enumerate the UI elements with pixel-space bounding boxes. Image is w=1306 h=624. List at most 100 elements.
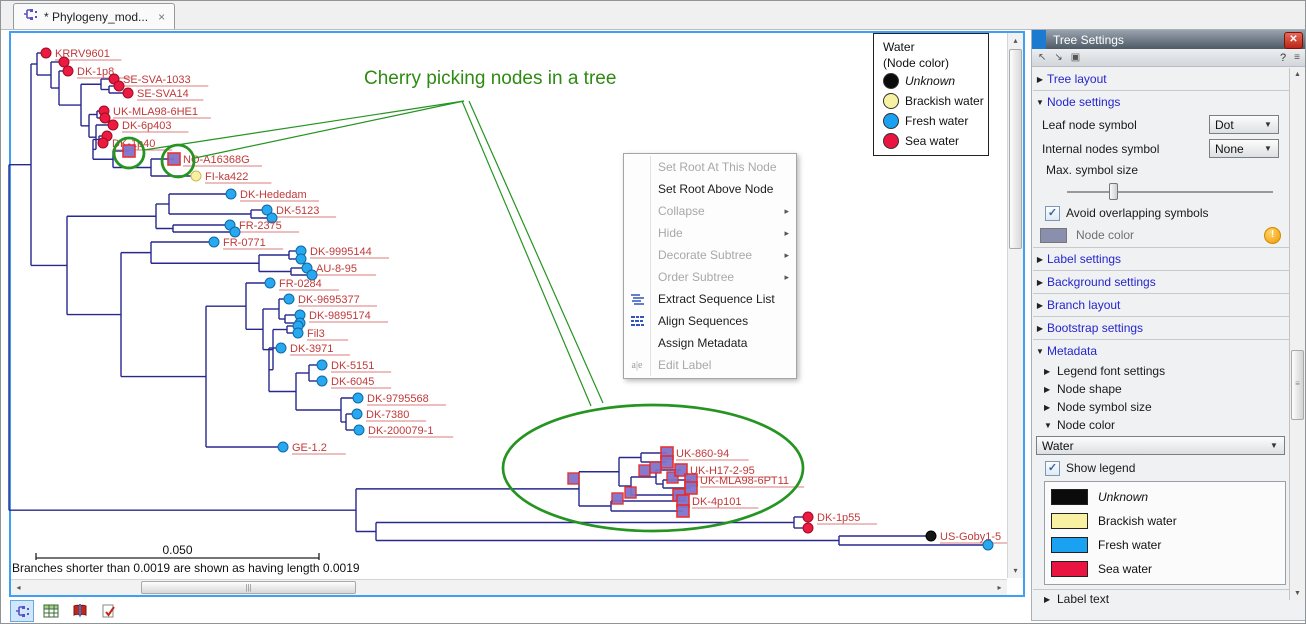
chevron-right-icon[interactable]: ▶	[1044, 402, 1051, 412]
slider-thumb[interactable]	[1109, 183, 1119, 200]
table-view-button[interactable]	[39, 600, 63, 622]
book-view-button[interactable]	[68, 600, 92, 622]
checkbox-icon[interactable]: ✓	[1045, 205, 1060, 221]
menu-item-hide[interactable]: Hide▸	[624, 222, 796, 244]
subsection-node-color[interactable]: ▼Node color	[1033, 416, 1289, 434]
tree-view-button[interactable]	[10, 600, 34, 622]
tab-phylogeny[interactable]: * Phylogeny_mod... ×	[13, 3, 176, 29]
chevron-right-icon[interactable]: ▶	[1044, 384, 1051, 394]
list-icon	[624, 288, 651, 310]
menu-item-decorate-subtree[interactable]: Decorate Subtree ▸	[624, 244, 796, 266]
edit-icon: a|e	[624, 354, 651, 376]
chevron-right-icon[interactable]: ▶	[1036, 277, 1044, 287]
slider-track[interactable]	[1067, 191, 1273, 193]
chevron-right-icon[interactable]: ▶	[1036, 254, 1044, 264]
section-node-settings[interactable]: ▼Node settings	[1033, 90, 1289, 113]
menu-item-label: Extract Sequence List	[658, 292, 775, 306]
submenu-arrow-icon: ▸	[784, 227, 789, 238]
legend-item: Fresh water	[1045, 533, 1285, 557]
section-branch-layout[interactable]: ▶Branch layout	[1033, 293, 1289, 316]
menu-item-order-subtree[interactable]: Order Subtree▸	[624, 266, 796, 288]
subsection-label-text[interactable]: ▶ Label text	[1033, 589, 1289, 608]
panel-scroll-up-icon[interactable]: ▲	[1294, 71, 1301, 78]
chevron-down-icon[interactable]: ▼	[1036, 97, 1044, 107]
section-header-label: Background settings	[1047, 275, 1156, 289]
scroll-right-icon[interactable]: ▸	[997, 583, 1002, 592]
menu-item-set-root-above-node[interactable]: Set Root Above Node	[624, 178, 796, 200]
menu-item-collapse[interactable]: Collapse▸	[624, 200, 796, 222]
branch-length-footnote: Branches shorter than 0.0019 are shown a…	[12, 561, 360, 575]
setting-label: Node color	[1076, 228, 1135, 242]
checkbox-icon[interactable]: ✓	[1045, 460, 1060, 476]
chevron-down-icon[interactable]: ▼	[1270, 441, 1278, 450]
panel-menu-icon[interactable]: ≡	[1294, 52, 1300, 63]
checkbox-show-legend[interactable]: ✓Show legend	[1033, 458, 1289, 478]
vertical-scrollbar-thumb[interactable]	[1009, 49, 1022, 249]
dropdown-leaf-node-symbol[interactable]: Dot ▼	[1209, 115, 1279, 134]
subsection-label: Legend font settings	[1057, 364, 1166, 378]
section-metadata[interactable]: ▼Metadata	[1033, 339, 1289, 362]
report-view-button[interactable]	[97, 600, 121, 622]
chevron-right-icon[interactable]: ▶	[1044, 366, 1051, 376]
setting-label: Internal nodes symbol	[1042, 142, 1160, 156]
menu-item-extract-sequence-list[interactable]: Extract Sequence List	[624, 288, 796, 310]
menu-item-set-root-at-this-node[interactable]: Set Root At This Node	[624, 156, 796, 178]
chevron-down-icon[interactable]: ▼	[1264, 120, 1272, 129]
menu-item-align-sequences[interactable]: Align Sequences	[624, 310, 796, 332]
chevron-right-icon[interactable]: ▶	[1036, 74, 1044, 84]
menu-item-label: Decorate Subtree	[658, 248, 753, 262]
node-color-swatch[interactable]	[1040, 227, 1067, 243]
setting-row: Internal nodes symbol None ▼	[1033, 137, 1289, 161]
chevron-right-icon[interactable]: ▶	[1036, 323, 1044, 333]
chevron-right-icon[interactable]: ▶	[1044, 594, 1051, 604]
grid-icon	[624, 310, 651, 332]
dropdown-value: None	[1215, 141, 1244, 156]
max-symbol-size-slider[interactable]	[1033, 179, 1289, 203]
horizontal-scrollbar[interactable]: ◂ ||| ▸	[11, 579, 1007, 595]
panel-scroll-down-icon[interactable]: ▼	[1294, 590, 1301, 597]
chevron-down-icon[interactable]: ▼	[1044, 420, 1052, 430]
pan-arrow-icon[interactable]: ↘	[1054, 52, 1063, 63]
submenu-arrow-icon: ▸	[784, 249, 789, 260]
legend-item-label: Unknown	[1098, 490, 1149, 504]
help-icon[interactable]: ?	[1280, 51, 1287, 64]
panel-scrollbar[interactable]: ▲ ≡ ▼	[1289, 68, 1305, 600]
horizontal-scrollbar-thumb[interactable]: |||	[141, 581, 356, 594]
subsection-legend-font-settings[interactable]: ▶ Legend font settings	[1033, 362, 1289, 380]
checkbox-avoid-overlapping-symbols[interactable]: ✓Avoid overlapping symbols	[1033, 203, 1289, 223]
section-background-settings[interactable]: ▶Background settings	[1033, 270, 1289, 293]
metadata-node-color-dropdown[interactable]: Water▼	[1036, 436, 1285, 455]
panel-title-bar[interactable]: Tree Settings ✕	[1032, 30, 1305, 49]
select-arrow-icon[interactable]: ↖	[1038, 52, 1047, 63]
tab-title: * Phylogeny_mod...	[44, 9, 149, 24]
vertical-scrollbar[interactable]: ▴ ▾	[1007, 33, 1023, 578]
legend-color-dot	[883, 93, 899, 109]
menu-item-assign-metadata[interactable]: Assign Metadata	[624, 332, 796, 354]
section-header-label: Bootstrap settings	[1047, 321, 1144, 335]
subsection-node-symbol-size[interactable]: ▶Node symbol size	[1033, 398, 1289, 416]
chevron-down-icon[interactable]: ▼	[1036, 346, 1044, 356]
scroll-left-icon[interactable]: ◂	[16, 583, 21, 592]
chevron-right-icon[interactable]: ▶	[1036, 300, 1044, 310]
chevron-down-icon[interactable]: ▼	[1264, 144, 1272, 153]
panel-scrollbar-thumb[interactable]: ≡	[1291, 350, 1304, 420]
tab-close-icon[interactable]: ×	[158, 9, 166, 24]
section-tree-layout[interactable]: ▶Tree layout	[1033, 68, 1289, 90]
menu-item-label: Assign Metadata	[658, 336, 748, 350]
dock-panel-icon[interactable]: ▣	[1070, 52, 1081, 63]
subsection-label: Label text	[1057, 592, 1110, 606]
menu-item-label: Collapse	[658, 204, 705, 218]
scroll-down-icon[interactable]: ▾	[1013, 566, 1018, 575]
section-bootstrap-settings[interactable]: ▶Bootstrap settings	[1033, 316, 1289, 339]
panel-close-button[interactable]: ✕	[1284, 32, 1303, 49]
scroll-up-icon[interactable]: ▴	[1013, 36, 1018, 45]
section-label-settings[interactable]: ▶Label settings	[1033, 247, 1289, 270]
dropdown-value: Dot	[1215, 117, 1234, 132]
dropdown-internal-nodes-symbol[interactable]: None ▼	[1209, 139, 1279, 158]
subsection-node-shape[interactable]: ▶Node shape	[1033, 380, 1289, 398]
